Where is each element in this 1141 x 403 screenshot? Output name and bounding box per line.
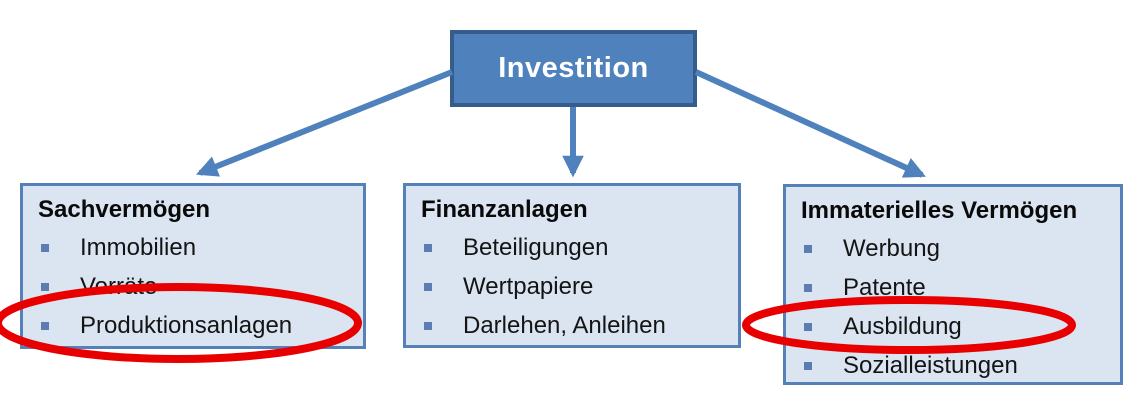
item-label: Patente xyxy=(843,274,926,301)
item-label: Wertpapiere xyxy=(463,273,594,300)
list-item: Patente xyxy=(801,268,1112,307)
item-label: Werbung xyxy=(843,235,940,262)
branch-title: Sachvermögen xyxy=(38,196,211,223)
square-bullet-icon xyxy=(41,321,49,330)
square-bullet-icon xyxy=(804,244,812,253)
square-bullet-icon xyxy=(424,321,432,330)
square-bullet-icon xyxy=(804,361,812,370)
square-bullet-icon xyxy=(804,283,812,292)
square-bullet-icon xyxy=(41,282,49,291)
list-item: Beteiligungen xyxy=(421,228,730,267)
list-item: Wertpapiere xyxy=(421,267,730,306)
item-label: Vorräte xyxy=(80,273,158,300)
square-bullet-icon xyxy=(424,243,432,252)
item-label: Darlehen, Anleihen xyxy=(463,312,666,339)
square-bullet-icon xyxy=(804,322,812,331)
list-item: Darlehen, Anleihen xyxy=(421,306,730,345)
list-item: Werbung xyxy=(801,229,1112,268)
square-bullet-icon xyxy=(41,243,49,252)
root-node-label: Investition xyxy=(498,52,649,84)
list-item: Sozialleistungen xyxy=(801,346,1112,385)
list-item-highlighted: Produktionsanlagen xyxy=(38,306,355,345)
item-label: Ausbildung xyxy=(843,313,962,340)
edge-arrow-to-immaterielles-vermoegen xyxy=(694,69,926,178)
edge-arrow-to-sachvermoegen xyxy=(195,69,454,177)
branch-box-finanzanlagen: Finanzanlagen Beteiligungen Wertpapiere … xyxy=(403,183,741,348)
square-bullet-icon xyxy=(424,282,432,291)
branch-box-sachvermoegen: Sachvermögen Immobilien Vorräte Produkti… xyxy=(20,183,366,349)
list-item-highlighted: Ausbildung xyxy=(801,307,1112,346)
branch-box-immaterielles-vermoegen: Immaterielles Vermögen Werbung Patente A… xyxy=(783,184,1123,385)
item-label: Produktionsanlagen xyxy=(80,312,293,339)
item-label: Sozialleistungen xyxy=(843,352,1018,379)
branch-title: Finanzanlagen xyxy=(421,196,588,223)
item-label: Beteiligungen xyxy=(463,234,609,261)
list-item: Vorräte xyxy=(38,267,355,306)
list-item: Immobilien xyxy=(38,228,355,267)
root-node-investition: Investition xyxy=(450,30,697,107)
item-label: Immobilien xyxy=(80,234,197,261)
branch-title: Immaterielles Vermögen xyxy=(801,197,1078,224)
